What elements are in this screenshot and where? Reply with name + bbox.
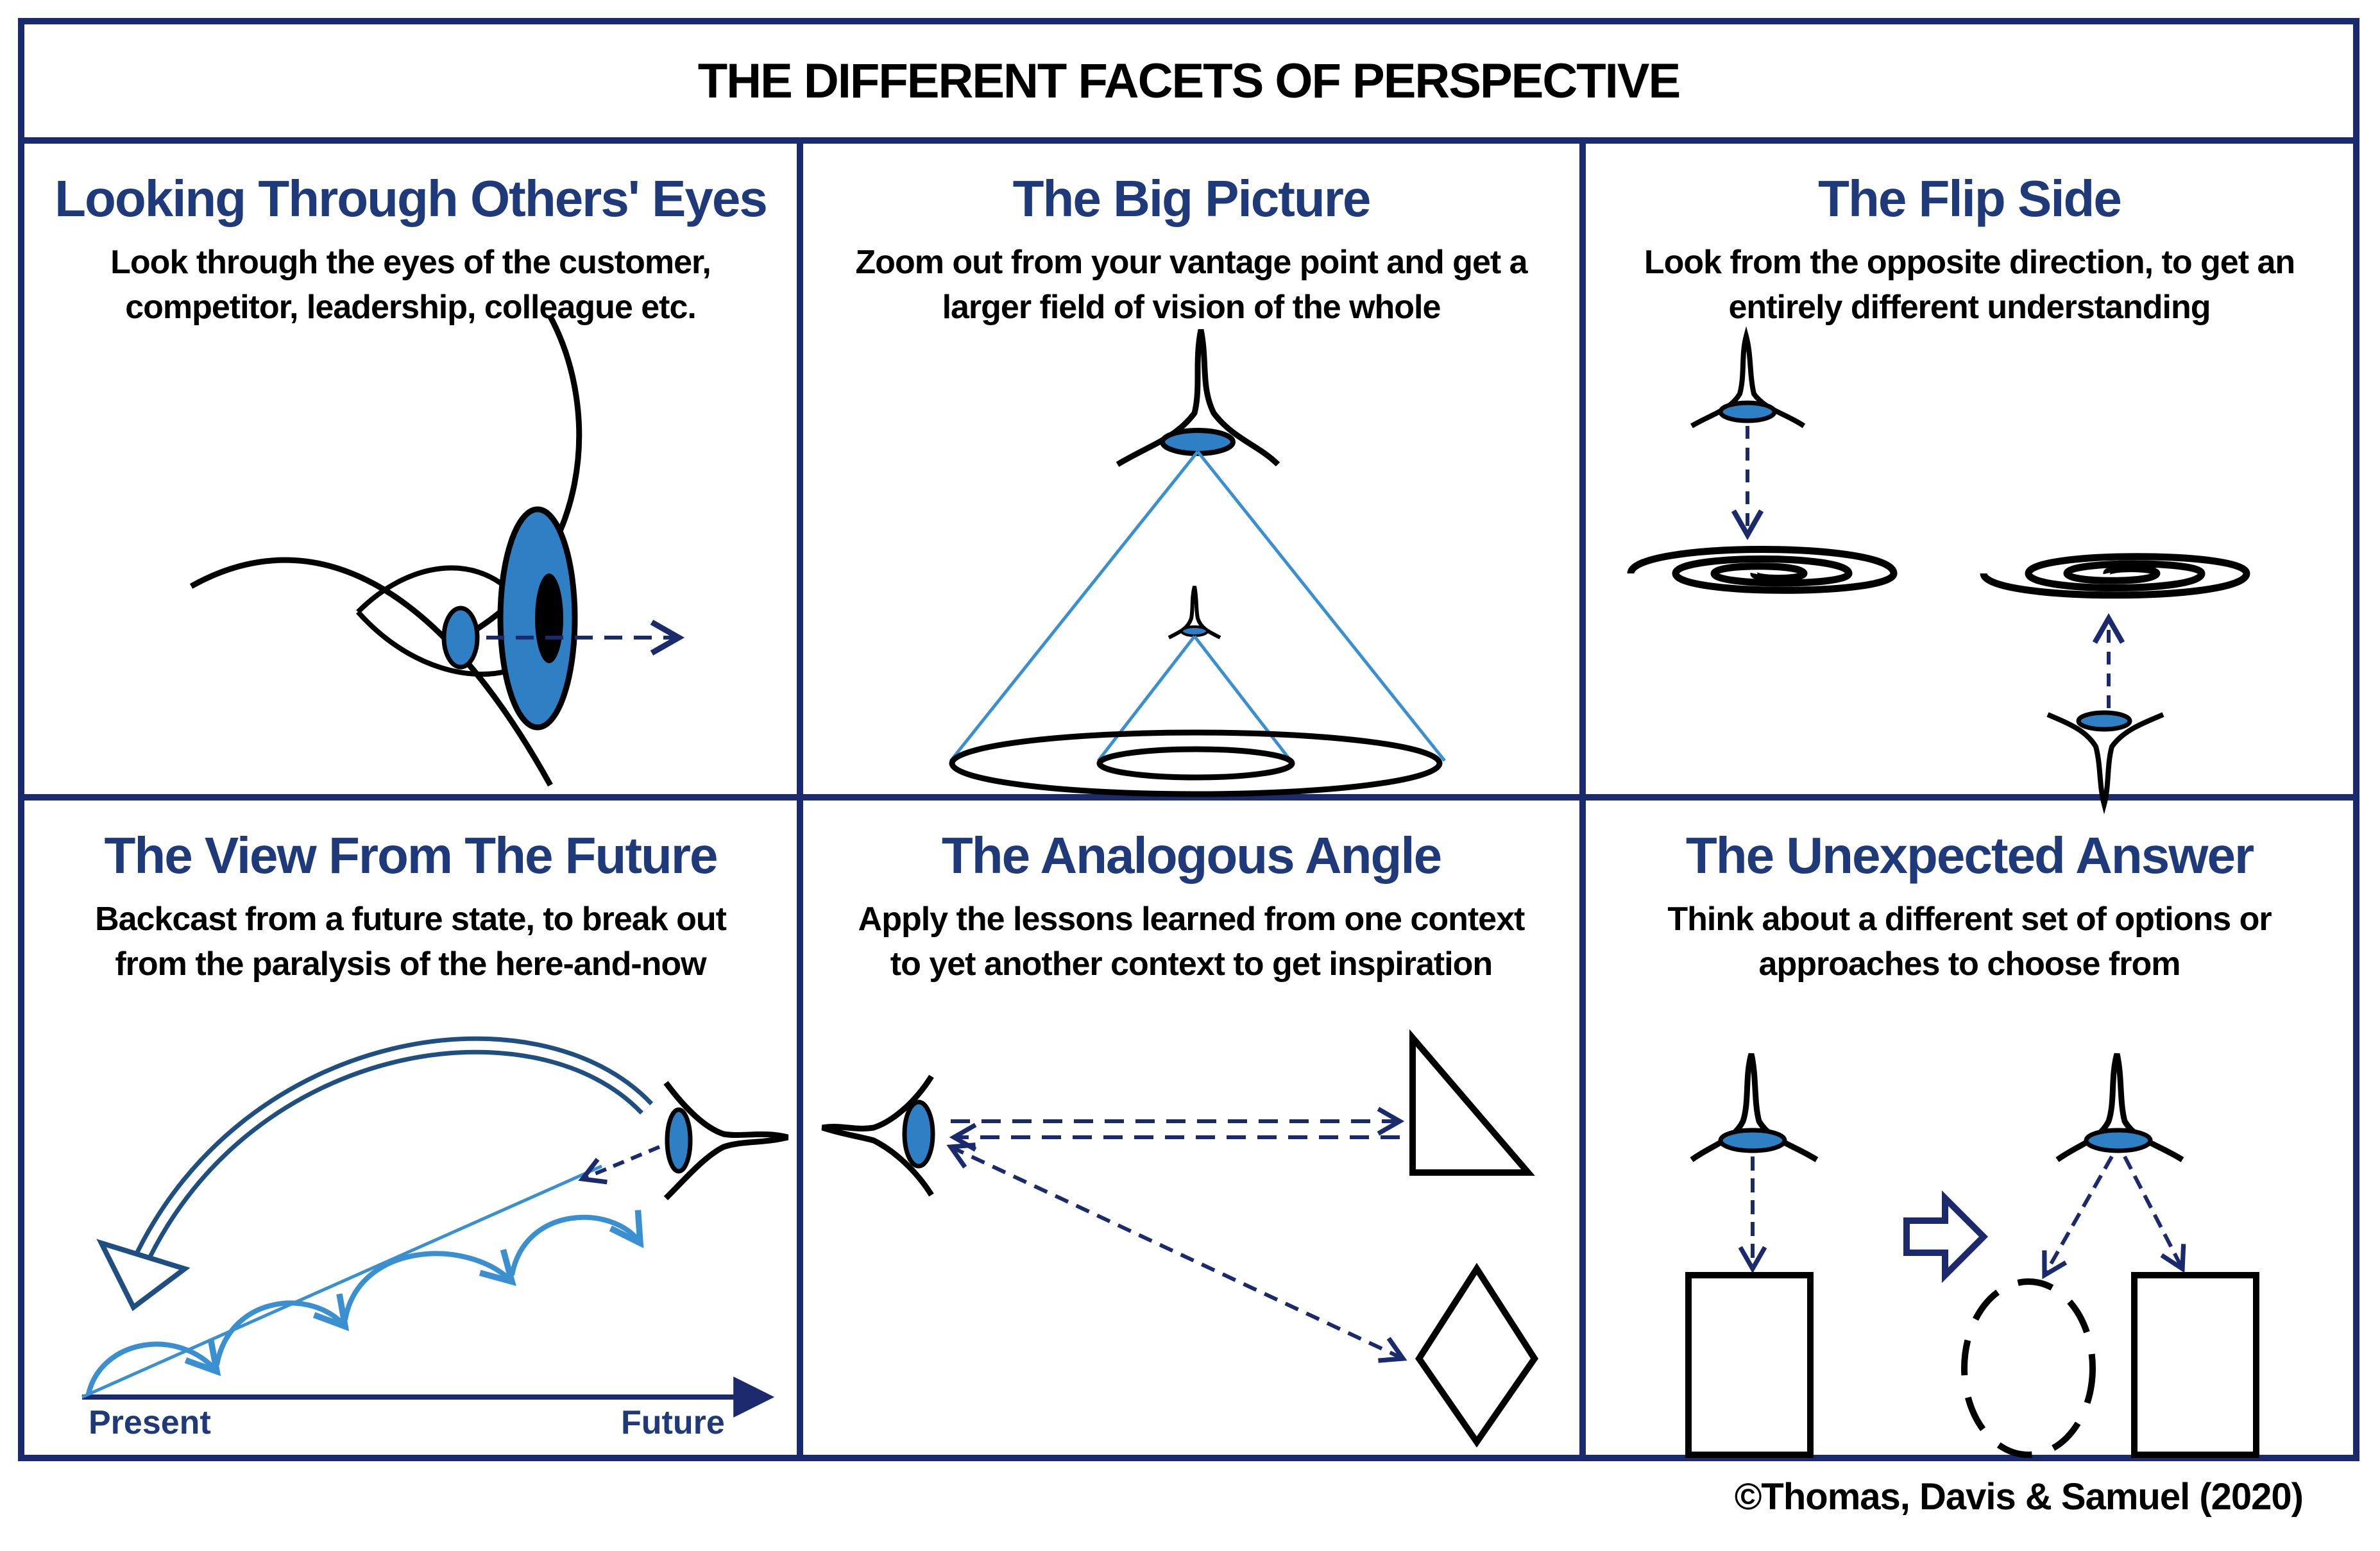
description-line: Apply the lessons learned from one conte… — [858, 901, 1526, 938]
cell-title: Looking Through Others' Eyes — [55, 170, 768, 227]
cell-description: Think about a different set of options o… — [1586, 897, 2353, 987]
side-eye-illustration — [189, 315, 685, 787]
description-line: competitor, leadership, colleague etc. — [125, 289, 697, 326]
description-line: Look through the eyes of the customer, — [110, 244, 711, 281]
copyright-notice: ©Thomas, Davis & Samuel (2020) — [1734, 1476, 2304, 1518]
title-bar: THE DIFFERENT FACETS OF PERSPECTIVE — [24, 24, 2353, 144]
description-line: Backcast from a future state, to break o… — [95, 901, 727, 938]
cell-description: Look from the opposite direction, to get… — [1586, 240, 2353, 330]
cell-unexpected-answer: The Unexpected Answer Think about a diff… — [1586, 801, 2353, 1458]
description-line: larger field of vision of the whole — [942, 289, 1441, 326]
backcast-illustration — [81, 1036, 789, 1418]
cell-description: Zoom out from your vantage point and get… — [803, 240, 1579, 330]
cell-title: The Flip Side — [1818, 170, 2122, 227]
cell-title: The Analogous Angle — [941, 827, 1442, 884]
description-line: from the paralysis of the here-and-now — [115, 945, 706, 983]
description-line: Think about a different set of options o… — [1667, 901, 2272, 938]
description-line: Zoom out from your vantage point and get… — [855, 244, 1527, 281]
zoom-out-illustration — [949, 329, 1446, 797]
description-line: entirely different understanding — [1728, 289, 2211, 326]
description-line: Look from the opposite direction, to get… — [1644, 244, 2295, 281]
axis-label-future: Future — [621, 1404, 725, 1441]
cell-big-picture: The Big Picture Zoom out from your vanta… — [803, 144, 1579, 797]
cell-description: Backcast from a future state, to break o… — [24, 897, 797, 987]
cell-flip-side: The Flip Side Look from the opposite dir… — [1586, 144, 2353, 815]
cell-view-from-future: The View From The Future Backcast from a… — [24, 801, 797, 1455]
diagram-frame: THE DIFFERENT FACETS OF PERSPECTIVE Look… — [18, 18, 2359, 1461]
cell-title: The View From The Future — [104, 827, 718, 884]
axis-label-present: Present — [89, 1404, 211, 1441]
cell-description: Apply the lessons learned from one conte… — [803, 897, 1579, 987]
cell-title: The Big Picture — [1012, 170, 1372, 227]
options-illustration — [1685, 1053, 2259, 1458]
main-title: THE DIFFERENT FACETS OF PERSPECTIVE — [697, 53, 1681, 108]
horizontal-divider — [24, 794, 2353, 801]
cell-title: The Unexpected Answer — [1685, 827, 2254, 884]
cell-others-eyes: Looking Through Others' Eyes Look throug… — [24, 144, 797, 794]
analogy-illustration — [821, 1029, 1539, 1448]
description-line: approaches to choose from — [1758, 945, 2181, 983]
cell-description: Look through the eyes of the customer, c… — [24, 240, 797, 330]
flip-side-illustration — [1627, 326, 2250, 815]
cell-analogous-angle: The Analogous Angle Apply the lessons le… — [803, 801, 1579, 1455]
description-line: to yet another context to get inspiratio… — [890, 945, 1493, 983]
